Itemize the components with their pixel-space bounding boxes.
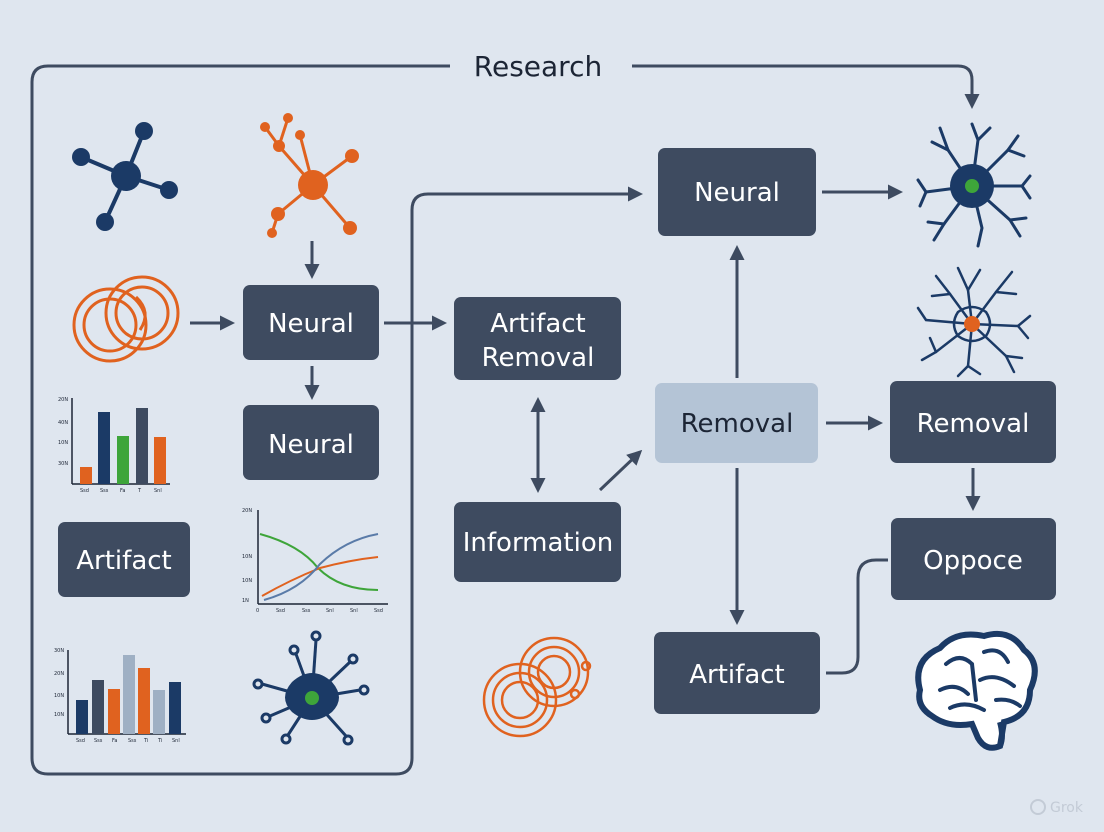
watermark-text: Grok (1050, 800, 1084, 816)
svg-text:Sss: Sss (302, 608, 311, 614)
rings-icon (72, 275, 180, 363)
information-box-label: Information (463, 528, 614, 558)
svg-text:Sss: Sss (94, 738, 103, 744)
bar-chart-icon: 20N 40N 10N 30N Ssd Sss Fa T Snl (58, 397, 170, 494)
svg-text:40N: 40N (58, 420, 68, 426)
svg-text:Snl: Snl (154, 488, 162, 494)
artifact-box-bottom (654, 632, 820, 714)
brain-icon (915, 630, 1038, 751)
information-box (454, 502, 621, 582)
neuron-icon (965, 179, 979, 193)
svg-text:20N: 20N (242, 508, 252, 514)
neural-box-left-bottom (243, 405, 379, 480)
svg-text:10N: 10N (58, 440, 68, 446)
bar-chart-icon: 30N 20N 10N 10N Ssd Sss Fa Sss Ti Ti Snl (54, 648, 186, 744)
svg-text:Ssd: Ssd (80, 488, 89, 494)
connector-line (826, 558, 888, 675)
research-bracket-line (30, 64, 643, 776)
svg-text:Ssd: Ssd (374, 608, 383, 614)
neuron-outline-icon (964, 316, 980, 332)
neural-box-top-label: Neural (694, 178, 780, 208)
artifact-removal-box (454, 297, 621, 380)
orange-molecule-icon (260, 113, 359, 238)
neural-box-left-top (243, 285, 379, 360)
arrow-line (598, 449, 643, 492)
svg-text:Ssd: Ssd (76, 738, 85, 744)
svg-text:Snl: Snl (326, 608, 334, 614)
neural-box-left-top-label: Neural (268, 309, 354, 339)
research-top-arrow-line (632, 64, 980, 109)
removal-box-right (890, 381, 1056, 463)
svg-text:Snl: Snl (350, 608, 358, 614)
artifact-box-left-label: Artifact (76, 546, 171, 576)
svg-text:Ti: Ti (157, 738, 162, 744)
svg-text:20N: 20N (54, 671, 64, 677)
svg-text:30N: 30N (58, 461, 68, 467)
research-title: Research (474, 50, 602, 83)
svg-text:20N: 20N (58, 397, 68, 403)
svg-text:Snl: Snl (172, 738, 180, 744)
svg-text:0: 0 (256, 608, 259, 614)
artifact-box-bottom-label: Artifact (689, 660, 784, 690)
artifact-box-left (58, 522, 190, 597)
line-chart-icon: 20N 10N 10N 1N 0 Ssd Sss Snl Snl Ssd (242, 508, 388, 614)
artifact-removal-box-label-1: Artifact (490, 309, 585, 339)
molecule-icon (72, 122, 178, 231)
grok-logo-icon (1030, 799, 1046, 815)
svg-text:Fa: Fa (112, 738, 117, 744)
svg-text:Sss: Sss (128, 738, 137, 744)
removal-box-center-label: Removal (681, 409, 794, 439)
neural-box-left-bottom-label: Neural (268, 430, 354, 460)
oppoce-box (891, 518, 1056, 600)
svg-text:T: T (137, 488, 142, 494)
neuron-outline-icon (916, 266, 1032, 378)
svg-text:10N: 10N (54, 712, 64, 718)
svg-text:10N: 10N (54, 693, 64, 699)
svg-text:Ti: Ti (143, 738, 148, 744)
artifact-removal-box-label-2: Removal (482, 343, 595, 373)
svg-text:30N: 30N (54, 648, 64, 654)
orange-rings-icon (482, 636, 592, 738)
svg-text:Fa: Fa (120, 488, 125, 494)
oppoce-box-label: Oppoce (923, 546, 1023, 576)
svg-text:Ssd: Ssd (276, 608, 285, 614)
removal-box-center (655, 383, 818, 463)
watermark: Grok (1030, 799, 1084, 816)
svg-text:10N: 10N (242, 554, 252, 560)
removal-box-right-label: Removal (917, 409, 1030, 439)
svg-text:Sss: Sss (100, 488, 109, 494)
svg-text:10N: 10N (242, 578, 252, 584)
neural-box-top (658, 148, 816, 236)
svg-text:1N: 1N (242, 598, 249, 604)
neuron-icon (305, 691, 319, 705)
